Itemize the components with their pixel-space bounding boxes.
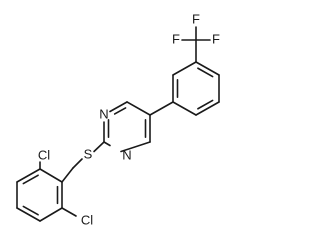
- bond-phenyl-to-pyrimidine: [149, 101, 174, 116]
- atom-sulfur: S: [84, 146, 93, 161]
- bond-benzyl-1: [39, 168, 63, 183]
- bond-phenyl-double-b: [197, 99, 214, 110]
- bond-benzyl-4: [16, 207, 41, 222]
- atom-fluorine-top: F: [192, 11, 200, 26]
- bond-layer: [16, 26, 220, 222]
- bond-c-cl-lower: [61, 207, 77, 217]
- bond-pyrimidine-to-sulfur: [93, 141, 105, 153]
- atom-chlorine-lower: Cl: [81, 212, 93, 227]
- bond-phenyl-6: [172, 61, 197, 76]
- bond-phenyl-3: [195, 101, 220, 116]
- atom-chlorine-upper: Cl: [38, 147, 50, 162]
- atom-fluorine-left: F: [172, 31, 180, 46]
- bond-benzyl-5: [39, 207, 63, 222]
- bond-pyrimidine-3: [103, 141, 111, 147]
- atom-nitrogen-lower: N: [122, 147, 131, 162]
- bond-benzyl-2: [16, 168, 41, 183]
- bond-pyrimidine-5: [109, 101, 128, 113]
- atom-nitrogen-upper: N: [99, 106, 108, 121]
- atom-fluorine-right: F: [212, 31, 220, 46]
- bond-ch2-to-benzyl: [61, 167, 74, 183]
- bond-phenyl-double-a: [197, 67, 214, 78]
- bond-phenyl-4: [172, 101, 197, 116]
- bond-benzyl-double-a: [22, 174, 39, 185]
- bond-benzyl-double-b: [22, 205, 39, 216]
- bond-sulfur-to-ch2: [72, 158, 83, 169]
- bond-pyrimidine-6: [126, 101, 151, 116]
- bond-pyrimidine-2: [120, 141, 151, 153]
- bond-phenyl-1: [195, 61, 220, 76]
- bond-pyrimidine-double-c: [113, 107, 127, 115]
